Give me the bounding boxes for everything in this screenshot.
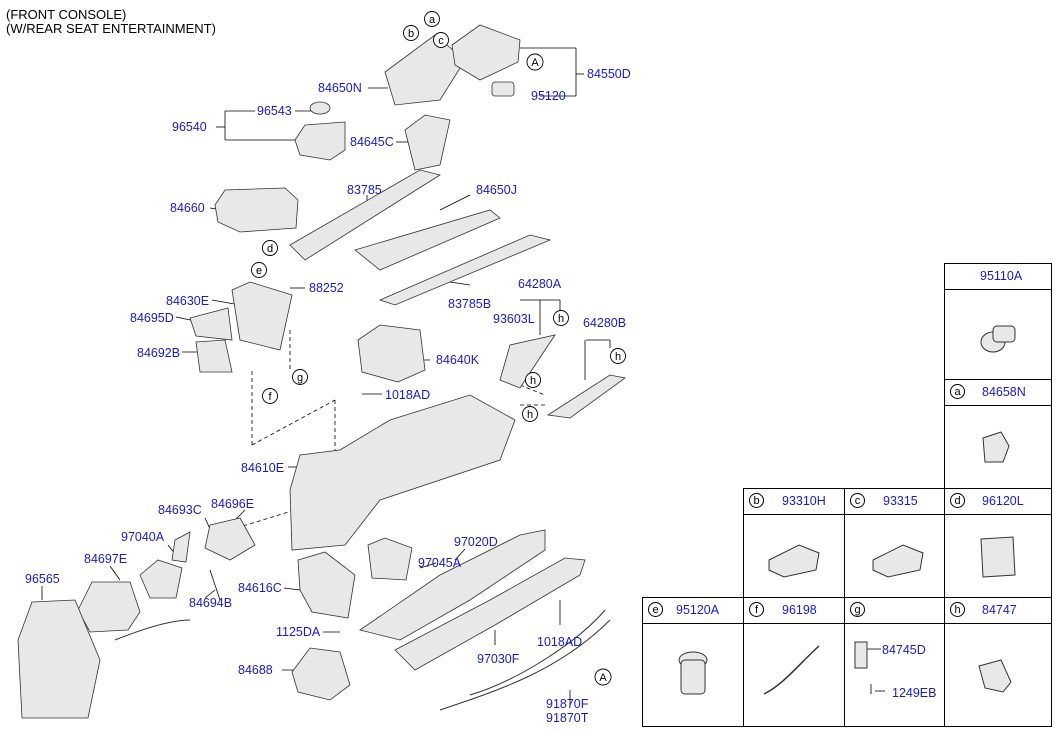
table-part-1249EB: 1249EB [892,686,937,700]
table-cell-a: a 84658N [944,379,1052,489]
part-label-84645C: 84645C [350,135,394,149]
table-letter-f: f [749,602,764,617]
callout-f: f [268,391,272,403]
callout-h-3: h [530,375,536,387]
clip-icon [978,659,1012,693]
part-label-91870T: 91870T [546,711,589,725]
part-label-96565: 96565 [25,572,60,586]
table-cell-f: f 96198 [743,597,845,727]
part-label-84694B: 84694B [189,596,233,610]
table-cell-d: d 96120L [944,488,1052,598]
table-part-84745D: 84745D [882,643,926,657]
table-cell-c: c 93315 [844,488,945,598]
part-label-97040A: 97040A [121,530,165,544]
part-label-83785B: 83785B [448,297,492,311]
switch-icon [768,544,820,578]
part-label-84695D: 84695D [130,311,174,325]
callout-g: g [297,372,303,384]
table-part-95120A: 95120A [676,603,720,617]
callout-c: c [438,35,444,47]
part-label-97030F: 97030F [477,652,520,666]
jack-icon [980,536,1016,578]
callout-h-4: h [527,409,533,421]
table-letter-c: c [850,493,865,508]
part-label-84693C: 84693C [158,503,202,517]
part-label-84640K: 84640K [436,353,480,367]
part-label-84630E: 84630E [166,294,210,308]
callout-d: d [267,243,273,255]
part-label-97020D: 97020D [454,535,498,549]
part-label-84688: 84688 [238,663,273,677]
table-cell-95110A: 95110A [944,263,1052,380]
part-label-64280B: 64280B [583,316,627,330]
part-label-84660: 84660 [170,201,205,215]
diagram-title-line-1: (FRONT CONSOLE) [6,7,127,22]
callout-A-top: A [531,57,539,69]
table-cell-h: h 84747 [944,597,1052,727]
table-letter-h: h [950,602,965,617]
table-part-96120L: 96120L [982,494,1024,508]
table-cell-b: b 93310H [743,488,845,598]
table-cell-g: g 84745D 1249EB [844,597,945,727]
diagram-title-line-2: (W/REAR SEAT ENTERTAINMENT) [6,21,216,36]
table-letter-a: a [950,384,965,399]
table-part-84658N: 84658N [982,385,1026,399]
part-label-91870F: 91870F [546,697,589,711]
part-label-84650J: 84650J [476,183,518,197]
socket-icon [980,325,1016,353]
callout-A-bottom: A [599,672,607,684]
table-part-96198: 96198 [782,603,817,617]
cable-icon [763,645,820,695]
callout-b: b [408,28,414,40]
table-part-93310H: 93310H [782,494,826,508]
part-label-84697E: 84697E [84,552,128,566]
callout-a: a [429,14,436,26]
part-label-95120: 95120 [531,89,566,103]
power-outlet-icon [678,651,708,695]
part-label-88252: 88252 [309,281,344,295]
part-label-97045A: 97045A [418,556,462,570]
part-label-84616C: 84616C [238,581,282,595]
part-label-93603L: 93603L [493,312,535,326]
part-label-83785: 83785 [347,183,382,197]
table-letter-e: e [648,602,663,617]
part-label-96540: 96540 [172,120,207,134]
switch-icon [872,544,924,578]
part-label-1125DA: 1125DA [276,625,321,639]
bracket-bolt-icon [854,641,885,694]
part-label-84650N: 84650N [318,81,362,95]
table-letter-b: b [749,493,764,508]
callout-e: e [256,265,262,277]
table-letter-g: g [850,602,865,617]
part-label-1018AD-top: 1018AD [385,388,431,402]
part-label-1018AD-bottom: 1018AD [537,635,583,649]
callout-h-1: h [558,313,564,325]
part-label-84550D: 84550D [587,67,631,81]
part-label-96543: 96543 [257,104,292,118]
table-part-84747: 84747 [982,603,1017,617]
table-letter-d: d [950,493,965,508]
part-label-84692B: 84692B [137,346,181,360]
table-cell-e: e 95120A [642,597,744,727]
table-part-95110A: 95110A [980,269,1023,283]
part-label-84696E: 84696E [211,497,255,511]
callout-h-2: h [615,351,621,363]
part-label-64280A: 64280A [518,277,562,291]
part-label-84610E: 84610E [241,461,285,475]
table-part-93315: 93315 [883,494,918,508]
clip-icon [982,431,1010,463]
